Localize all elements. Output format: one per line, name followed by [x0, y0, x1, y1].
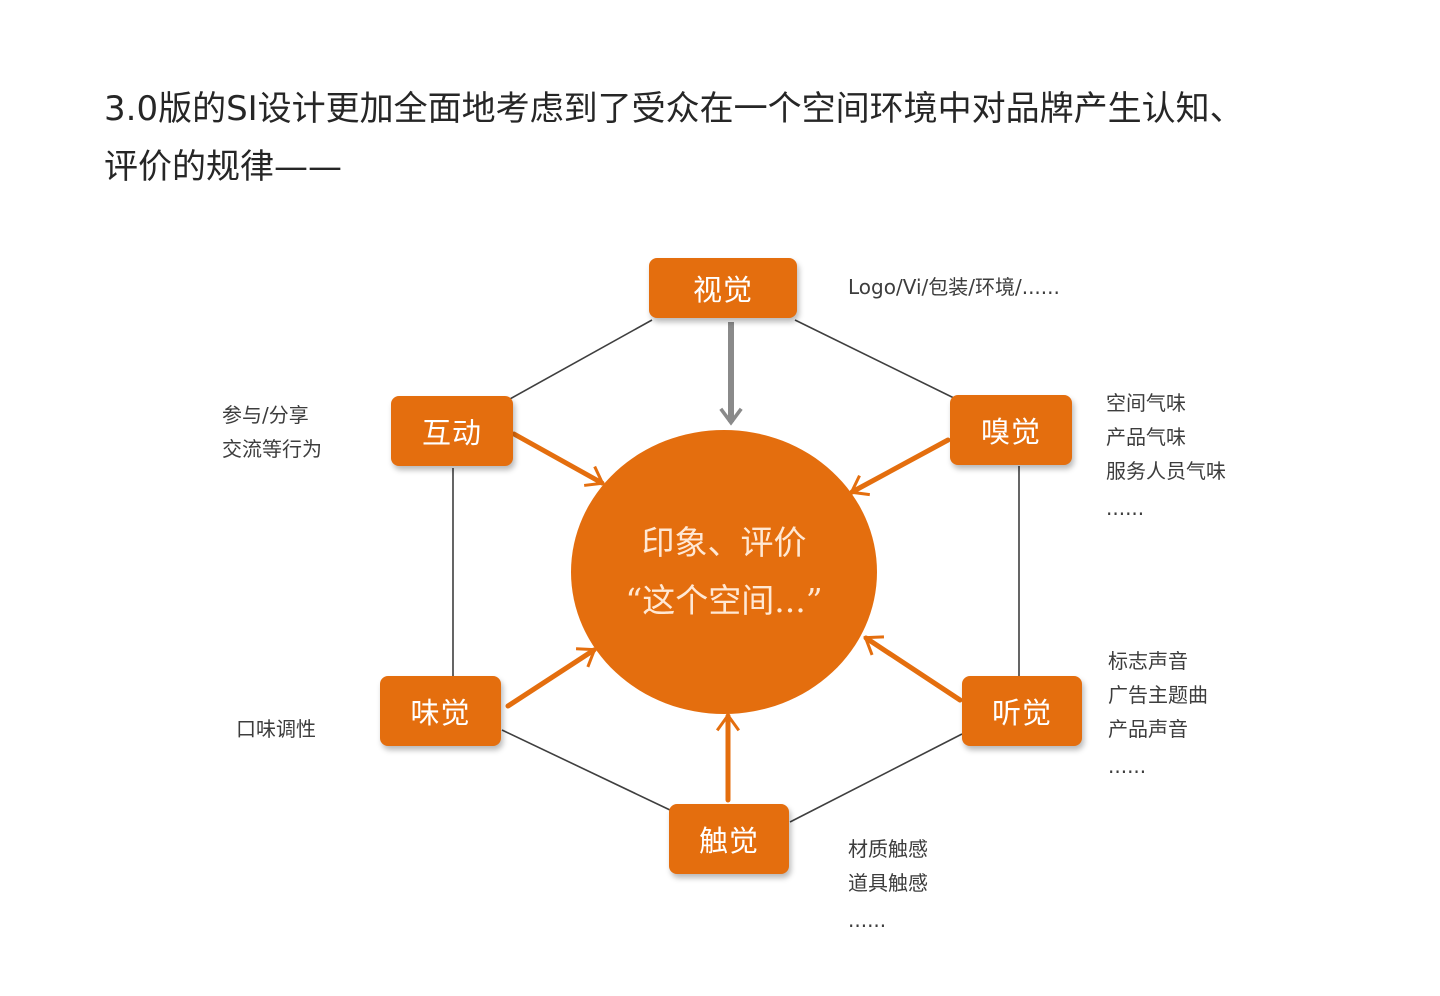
note-touch: 材质触感 道具触感 ...... — [848, 832, 928, 940]
note-smell-ellipsis: ...... — [1106, 496, 1145, 520]
title-line-1: 3.0版的SI设计更加全面地考虑到了受众在一个空间环境中对品牌产生认知、 — [104, 89, 1244, 129]
note-smell: 空间气味 产品气味 服务人员气味 ...... — [1106, 386, 1226, 528]
node-smell: 嗅觉 — [950, 395, 1072, 465]
center-line-2: “这个空间...” — [625, 581, 823, 620]
note-hearing-line: 广告主题曲 — [1108, 683, 1208, 707]
page-title: 3.0版的SI设计更加全面地考虑到了受众在一个空间环境中对品牌产生认知、 评价的… — [104, 80, 1344, 196]
edge-interaction-vision — [507, 319, 653, 401]
note-interaction-line: 参与/分享 — [222, 403, 309, 427]
note-vision: Logo/Vi/包装/环境/...... — [848, 270, 1060, 304]
node-touch: 触觉 — [669, 804, 789, 874]
note-hearing-line: 产品声音 — [1108, 717, 1188, 741]
note-touch-line: 道具触感 — [848, 871, 928, 895]
arrow-interaction — [511, 431, 605, 487]
edge-hearing-touch — [789, 733, 963, 823]
note-hearing-ellipsis: ...... — [1108, 754, 1147, 778]
note-hearing: 标志声音 广告主题曲 产品声音 ...... — [1108, 644, 1208, 786]
note-taste-line: 口味调性 — [236, 717, 316, 741]
node-vision: 视觉 — [649, 258, 797, 318]
center-line-1: 印象、评价 — [641, 523, 807, 562]
edge-vision-smell — [794, 319, 959, 401]
note-hearing-line: 标志声音 — [1108, 649, 1188, 673]
edge-touch-taste — [501, 729, 671, 811]
center-impression-circle: 印象、评价 “这个空间...” — [571, 430, 877, 714]
note-smell-line: 空间气味 — [1106, 391, 1186, 415]
note-interaction: 参与/分享 交流等行为 — [222, 398, 322, 466]
note-taste: 口味调性 — [236, 712, 316, 746]
note-interaction-line: 交流等行为 — [222, 437, 322, 461]
note-vision-line: Logo/Vi/包装/环境/...... — [848, 275, 1060, 299]
note-touch-line: 材质触感 — [848, 837, 928, 861]
arrow-taste — [505, 647, 597, 709]
node-interaction: 互动 — [391, 396, 513, 466]
node-taste: 味觉 — [380, 676, 501, 746]
note-touch-ellipsis: ...... — [848, 908, 887, 932]
note-smell-line: 服务人员气味 — [1106, 459, 1226, 483]
title-line-2: 评价的规律—— — [104, 147, 342, 187]
node-hearing: 听觉 — [962, 676, 1082, 746]
arrow-smell — [849, 437, 951, 497]
note-smell-line: 产品气味 — [1106, 425, 1186, 449]
arrow-hearing — [863, 635, 963, 703]
